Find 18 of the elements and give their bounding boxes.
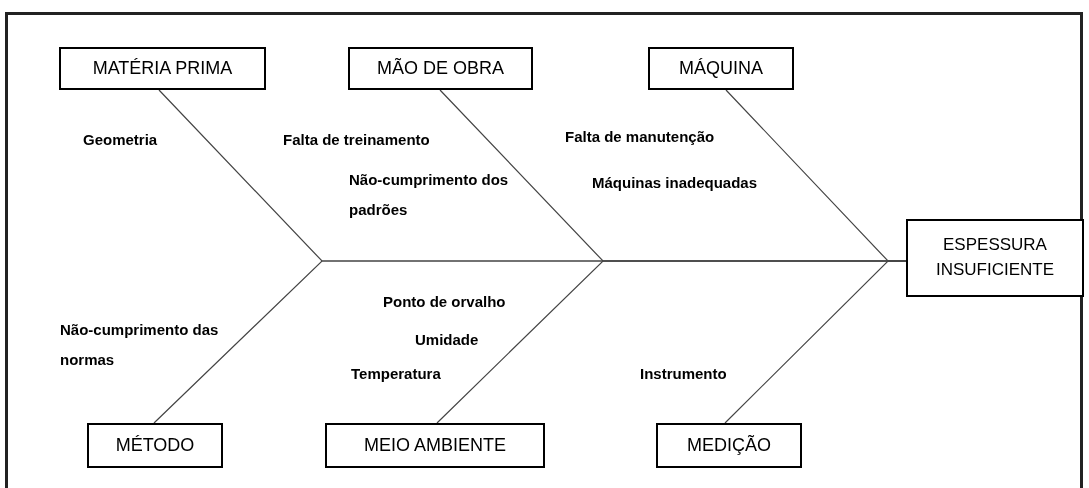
- cause-label: Temperatura: [351, 364, 441, 384]
- cause-label: Umidade: [415, 330, 479, 350]
- category-box: MEIO AMBIENTE: [325, 423, 545, 468]
- cause-label: Não-cumprimento das normas: [60, 320, 220, 370]
- category-box: MÁQUINA: [648, 47, 794, 90]
- category-box: MATÉRIA PRIMA: [59, 47, 266, 90]
- category-box: MEDIÇÃO: [656, 423, 802, 468]
- category-box: MÉTODO: [87, 423, 223, 468]
- cause-label: Não-cumprimento dos padrões: [349, 170, 510, 220]
- effect-box: ESPESSURA INSUFICIENTE: [906, 219, 1084, 297]
- cause-label: Máquinas inadequadas: [592, 173, 758, 193]
- cause-label: Ponto de orvalho: [383, 292, 506, 312]
- fishbone-line: [724, 260, 907, 424]
- cause-label: Falta de treinamento: [283, 130, 430, 150]
- cause-label: Geometria: [83, 130, 158, 150]
- cause-label: Instrumento: [640, 364, 727, 384]
- category-box: MÃO DE OBRA: [348, 47, 533, 90]
- cause-label: Falta de manutenção: [565, 127, 715, 147]
